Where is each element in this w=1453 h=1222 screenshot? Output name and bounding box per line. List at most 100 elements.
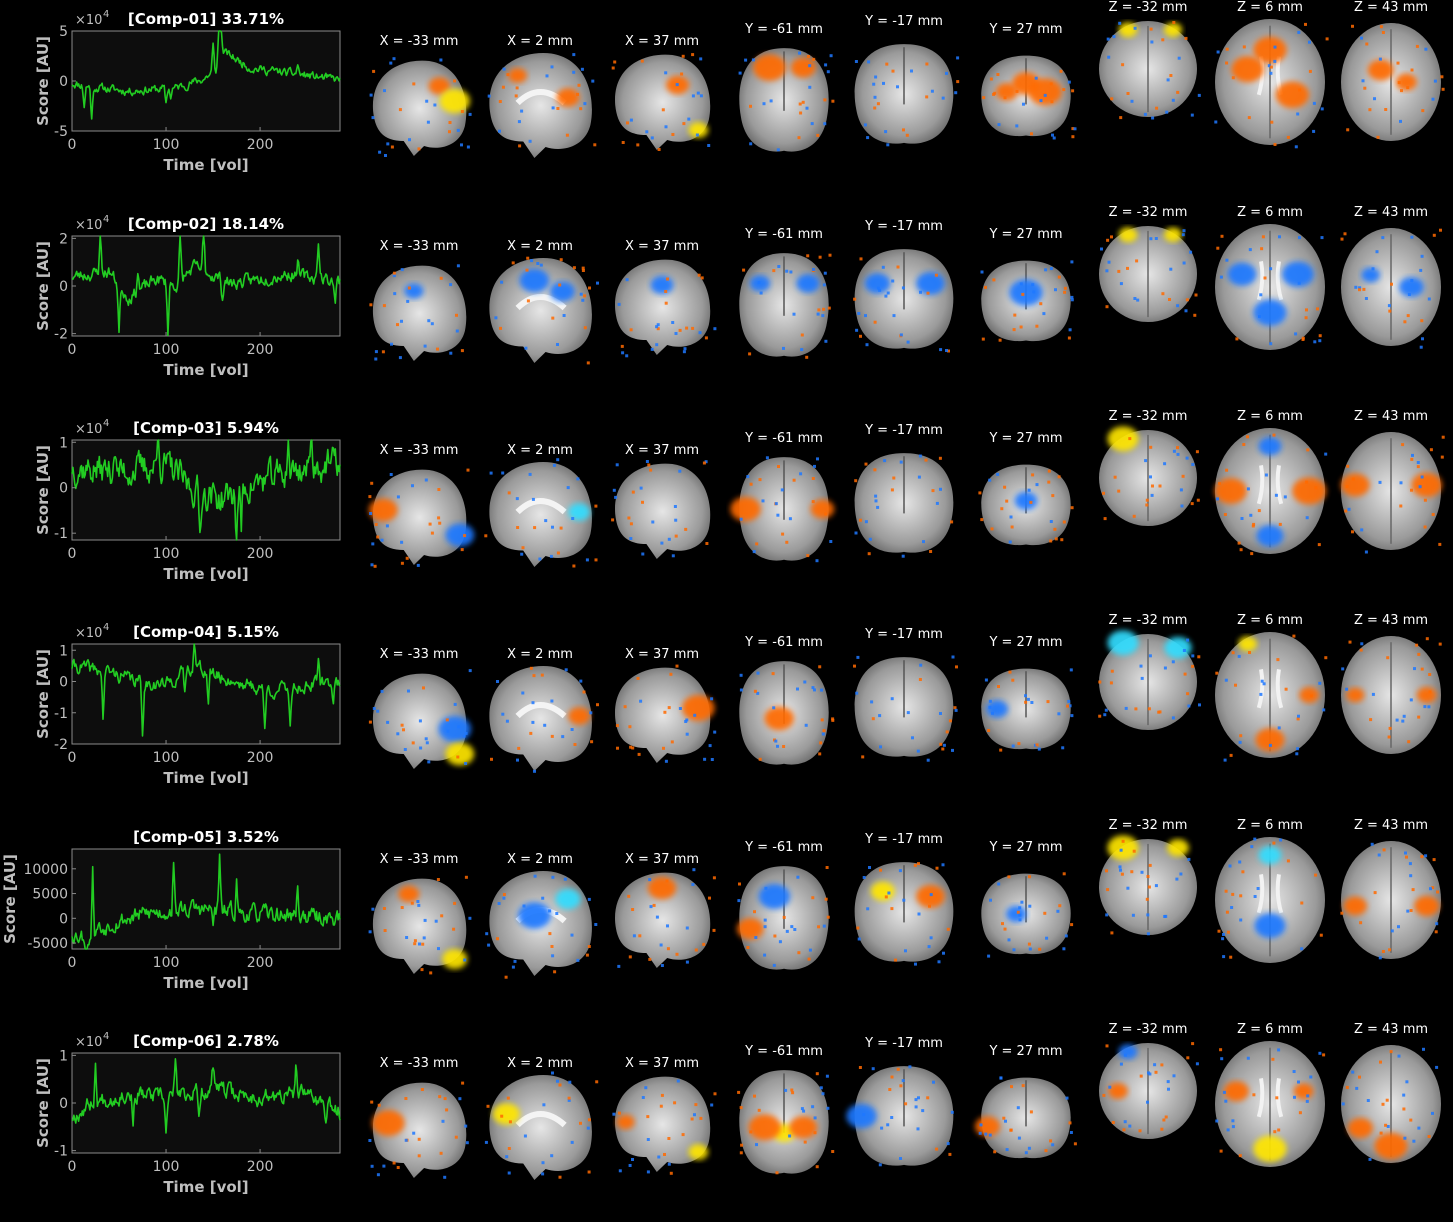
activation-voxel bbox=[1412, 1139, 1416, 1143]
activation-voxel bbox=[984, 285, 987, 289]
negative-activation-blob bbox=[549, 281, 575, 302]
activation-voxel bbox=[808, 64, 812, 68]
activation-voxel bbox=[1100, 247, 1103, 251]
activation-voxel bbox=[801, 100, 805, 104]
activation-voxel bbox=[407, 286, 411, 290]
brain-slice bbox=[487, 53, 597, 158]
negative-activation-blob bbox=[519, 268, 550, 293]
activation-voxel bbox=[1240, 517, 1244, 520]
slice-label: Z = -32 mm bbox=[1108, 205, 1188, 220]
activation-voxel bbox=[1184, 36, 1188, 40]
activation-voxel bbox=[1427, 297, 1431, 301]
activation-voxel bbox=[1124, 706, 1128, 710]
activation-voxel bbox=[989, 898, 992, 902]
activation-voxel bbox=[649, 468, 653, 472]
activation-voxel bbox=[945, 71, 948, 75]
activation-voxel bbox=[997, 123, 1001, 127]
activation-voxel bbox=[400, 723, 404, 727]
activation-voxel bbox=[646, 1170, 650, 1174]
activation-voxel bbox=[1069, 668, 1073, 672]
activation-voxel bbox=[572, 266, 576, 270]
activation-voxel bbox=[439, 58, 443, 62]
activation-voxel bbox=[1410, 488, 1413, 492]
activation-voxel bbox=[1154, 1070, 1158, 1074]
activation-voxel bbox=[1229, 753, 1233, 757]
activation-voxel bbox=[1118, 21, 1122, 25]
activation-voxel bbox=[631, 1158, 634, 1161]
activation-voxel bbox=[632, 934, 636, 938]
activation-voxel bbox=[1270, 120, 1274, 124]
activation-voxel bbox=[1242, 45, 1246, 49]
activation-voxel bbox=[1138, 1129, 1142, 1133]
activation-voxel bbox=[999, 748, 1003, 752]
activation-voxel bbox=[1379, 25, 1383, 29]
activation-voxel bbox=[1105, 269, 1109, 273]
activation-voxel bbox=[1313, 340, 1317, 344]
activation-voxel bbox=[1145, 498, 1149, 502]
activation-voxel bbox=[821, 732, 825, 736]
activation-voxel bbox=[1019, 325, 1023, 329]
activation-voxel bbox=[448, 121, 452, 124]
activation-voxel bbox=[1002, 1116, 1006, 1120]
activation-voxel bbox=[1171, 98, 1175, 102]
activation-voxel bbox=[580, 67, 584, 71]
activation-voxel bbox=[824, 63, 828, 67]
activation-voxel bbox=[496, 680, 499, 683]
activation-voxel bbox=[1069, 1131, 1073, 1134]
activation-voxel bbox=[1300, 901, 1304, 905]
activation-voxel bbox=[1231, 76, 1235, 80]
activation-voxel bbox=[1268, 743, 1272, 747]
activation-voxel bbox=[1423, 705, 1427, 709]
activation-voxel bbox=[1345, 1085, 1349, 1089]
activation-voxel bbox=[570, 933, 574, 937]
activation-voxel bbox=[1024, 1151, 1028, 1155]
activation-voxel bbox=[502, 67, 506, 71]
activation-voxel bbox=[436, 878, 440, 881]
slice-label: Y = 27 mm bbox=[989, 431, 1063, 446]
activation-voxel bbox=[1065, 1096, 1069, 1100]
activation-voxel bbox=[418, 942, 421, 946]
activation-voxel bbox=[501, 471, 505, 475]
positive-activation-blob bbox=[1255, 728, 1285, 752]
activation-voxel bbox=[629, 745, 633, 749]
x-tick-label: 100 bbox=[153, 342, 180, 358]
activation-voxel bbox=[581, 298, 585, 302]
activation-voxel bbox=[1239, 918, 1243, 922]
activation-voxel bbox=[925, 95, 929, 99]
activation-voxel bbox=[1385, 1098, 1389, 1102]
activation-voxel bbox=[1318, 334, 1322, 338]
slice-label: Z = -32 mm bbox=[1108, 1022, 1188, 1037]
corpus-callosum bbox=[515, 702, 567, 719]
negative-activation-blob bbox=[1282, 261, 1314, 287]
brain-slice bbox=[854, 453, 954, 558]
activation-voxel bbox=[625, 278, 629, 282]
activation-voxel bbox=[1238, 1154, 1242, 1158]
activation-voxel bbox=[657, 148, 661, 151]
activation-voxel bbox=[1361, 79, 1365, 83]
activation-voxel bbox=[407, 689, 410, 693]
activation-voxel bbox=[1122, 1128, 1126, 1132]
activation-voxel bbox=[821, 1092, 825, 1096]
activation-voxel bbox=[1441, 87, 1445, 91]
activation-voxel bbox=[629, 537, 633, 540]
activation-voxel bbox=[1354, 285, 1358, 289]
activation-voxel bbox=[382, 304, 386, 308]
brain-anatomy bbox=[615, 463, 711, 559]
activation-voxel bbox=[707, 144, 711, 147]
x-tick-label: 100 bbox=[153, 546, 180, 562]
activation-voxel bbox=[1148, 863, 1152, 867]
activation-voxel bbox=[1120, 872, 1124, 876]
activation-voxel bbox=[370, 1100, 374, 1104]
positive-activation-blob bbox=[616, 1114, 635, 1130]
activation-voxel bbox=[1435, 1065, 1439, 1069]
activation-voxel bbox=[1015, 89, 1019, 93]
activation-voxel bbox=[873, 106, 877, 110]
activation-voxel bbox=[579, 107, 583, 111]
activation-voxel bbox=[1046, 700, 1050, 704]
activation-voxel bbox=[1140, 676, 1144, 680]
positive-activation-blob bbox=[556, 88, 580, 107]
activation-voxel bbox=[551, 316, 555, 320]
activation-voxel bbox=[1051, 133, 1054, 137]
activation-voxel bbox=[996, 472, 1000, 476]
activation-voxel bbox=[1216, 497, 1219, 501]
